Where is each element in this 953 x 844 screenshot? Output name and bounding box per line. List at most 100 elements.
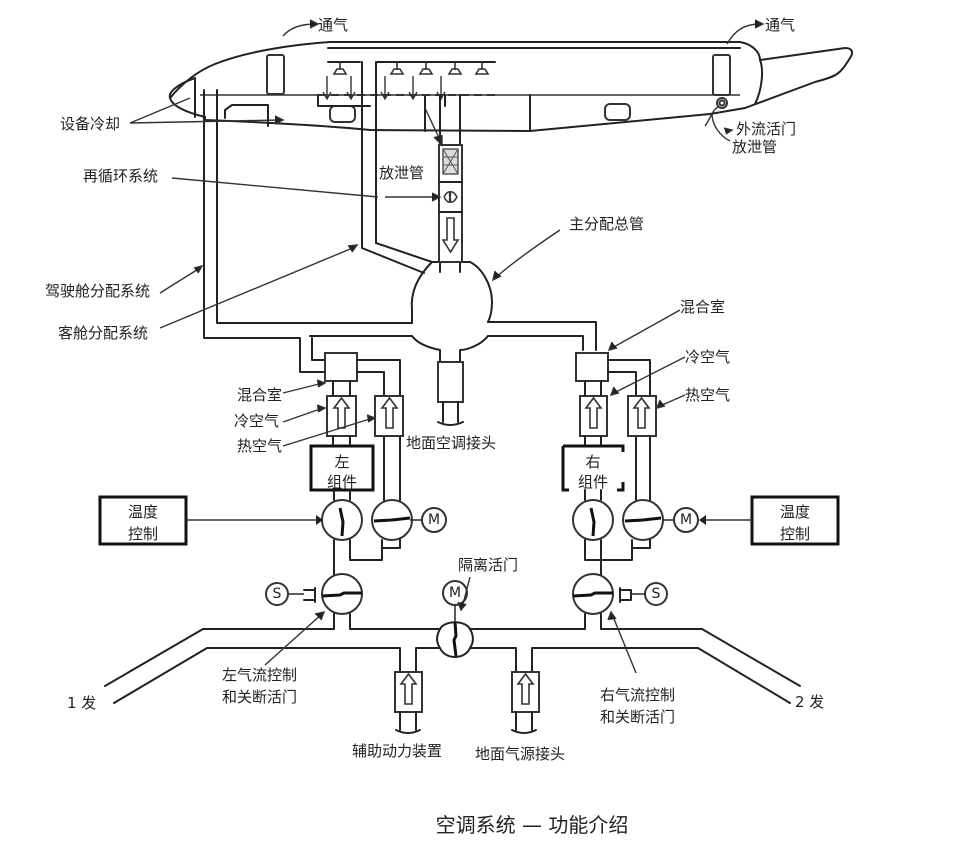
label-hot-air-left: 热空气 xyxy=(237,437,282,455)
label-outflow-valve: 外流活门 xyxy=(736,120,796,138)
arrow-head xyxy=(699,515,706,525)
label-drain-pipe-center: 放泄管 xyxy=(379,164,424,182)
label-hot-air-right: 热空气 xyxy=(685,386,730,404)
recirc-duct-lower xyxy=(439,261,461,273)
solenoid-symbol: S xyxy=(273,586,282,602)
label-isolation-valve: 隔离活门 xyxy=(458,556,518,574)
label-mix-chamber-left: 混合室 xyxy=(237,386,282,404)
fuselage xyxy=(168,41,854,132)
left-side: 左 组件 M 温度 控制 S xyxy=(98,352,447,615)
right-pack-box xyxy=(561,444,625,492)
labels: 通气 通气 设备冷却 再循环系统 放泄管 外流活门 放泄管 主分配总管 驾驶舱分… xyxy=(45,16,824,837)
air-outlet-icon xyxy=(474,62,490,75)
ducts xyxy=(203,61,597,426)
left-hot-line xyxy=(356,359,401,549)
valve-flapper xyxy=(452,621,458,657)
fuselage-top-outline xyxy=(169,41,854,109)
ground-pneumatic-stub xyxy=(511,711,537,734)
valve-flapper xyxy=(572,591,613,598)
label-drain-pipe-rear: 放泄管 xyxy=(732,138,777,156)
right-hot-air-unit xyxy=(627,395,657,437)
right-pack-valve-links xyxy=(584,489,602,501)
left-cold-air-unit xyxy=(326,395,357,437)
up-arrow-icon xyxy=(380,396,399,429)
apu-check-valve xyxy=(394,671,423,713)
overhead-distribution xyxy=(318,61,500,101)
manifold-lower xyxy=(309,321,597,363)
cargo-window-forward xyxy=(329,105,356,123)
up-arrow-icon xyxy=(632,396,651,429)
cabin-riser-left xyxy=(361,61,425,274)
right-mix-chamber xyxy=(575,352,609,382)
left-pack-valve-links xyxy=(333,489,351,501)
right-cold-air-unit xyxy=(579,395,608,437)
label-flight-deck-distribution: 驾驶舱分配系统 xyxy=(45,282,150,300)
left-pack-label-1: 左 xyxy=(334,453,349,471)
air-outlet-icon xyxy=(332,62,348,75)
aft-door xyxy=(712,54,731,96)
up-arrow-icon xyxy=(332,396,351,429)
valve-flapper xyxy=(624,516,662,523)
motor-symbol: M xyxy=(680,512,692,528)
up-arrow-icon xyxy=(399,672,418,705)
label-main-manifold: 主分配总管 xyxy=(569,215,644,233)
left-pack-box xyxy=(309,444,375,492)
label-apu: 辅助动力装置 xyxy=(352,742,442,760)
recirc-dividers xyxy=(438,181,463,213)
left-pack-label-2: 组件 xyxy=(327,473,357,491)
air-outlet-icon xyxy=(389,62,405,75)
ground-ac-connector-housing xyxy=(437,361,464,403)
left-temp-control-label-1: 温度 xyxy=(128,503,158,521)
diagram-title: 空调系统 — 功能介绍 xyxy=(436,813,629,837)
valve-flapper xyxy=(373,516,411,523)
recirculation-unit xyxy=(438,144,463,263)
right-temp-control-label-2: 控制 xyxy=(780,525,810,543)
cargo-box xyxy=(424,94,446,132)
manifold-top xyxy=(104,613,801,687)
flight-deck-duct-outer xyxy=(203,89,326,373)
motor-symbol: M xyxy=(428,512,440,528)
valve-flapper xyxy=(321,591,362,598)
filter-pattern xyxy=(442,148,459,175)
right-hot-line xyxy=(607,359,651,549)
solenoid-actuator xyxy=(619,587,632,603)
left-hot-air-unit xyxy=(374,395,404,437)
tail-bulkhead xyxy=(754,59,764,105)
right-pack-label-2: 组件 xyxy=(578,473,608,491)
fan-icon xyxy=(443,190,458,204)
left-mix-chamber xyxy=(324,352,358,382)
cabin-riser-right xyxy=(375,61,433,263)
label-left-flow-valve-2: 和关断活门 xyxy=(222,688,297,706)
motor-symbol: M xyxy=(449,585,461,601)
recirc-duct xyxy=(439,94,461,146)
outflow-valve-core xyxy=(718,99,726,107)
up-arrow-icon xyxy=(584,396,603,429)
valve-flapper xyxy=(338,507,345,537)
label-cold-air-left: 冷空气 xyxy=(234,412,279,430)
flight-deck-duct-inner xyxy=(216,89,413,324)
ground-pneumatic-check-valve xyxy=(511,671,540,713)
solenoid-actuator xyxy=(303,587,316,603)
label-ground-ac-connector: 地面空调接头 xyxy=(406,434,496,452)
label-engine-2: 2 发 xyxy=(795,693,824,711)
label-cold-air-right: 冷空气 xyxy=(685,348,730,366)
label-vent-rear: 通气 xyxy=(765,16,795,34)
label-right-flow-valve-2: 和关断活门 xyxy=(600,708,675,726)
manifold-bottom xyxy=(113,647,791,704)
down-arrow-icon xyxy=(441,217,460,254)
label-equipment-cooling: 设备冷却 xyxy=(60,115,120,133)
cargo-window-aft xyxy=(604,103,631,121)
fuselage-bottom-outline xyxy=(204,107,746,132)
right-side: 右 组件 M 温度 控制 S xyxy=(561,352,840,615)
label-ground-pneumatic-connector: 地面气源接头 xyxy=(475,745,565,763)
nose-outline xyxy=(168,77,206,118)
left-temp-control-label-2: 控制 xyxy=(128,525,158,543)
label-cabin-distribution: 客舱分配系统 xyxy=(58,324,148,342)
ground-ac-stub xyxy=(437,401,464,426)
label-engine-1: 1 发 xyxy=(67,694,96,712)
arrow-head xyxy=(316,515,323,525)
solenoid-symbol: S xyxy=(652,586,661,602)
equipment-bay xyxy=(224,104,269,127)
bleed-manifold: M xyxy=(104,580,801,734)
